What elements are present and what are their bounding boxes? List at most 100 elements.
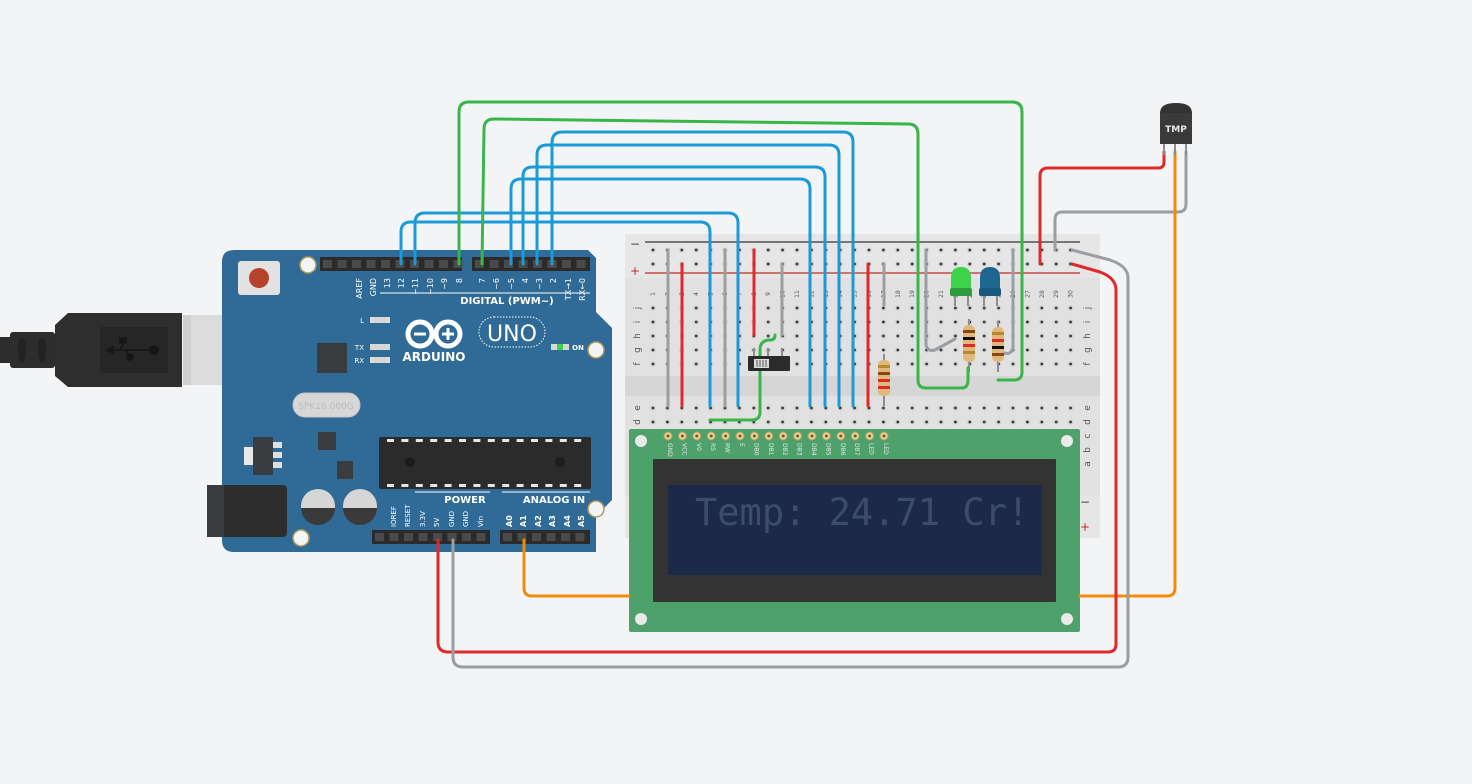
breadboard-hole[interactable] bbox=[909, 261, 915, 267]
breadboard-hole[interactable] bbox=[664, 419, 671, 425]
breadboard-hole[interactable] bbox=[765, 319, 771, 325]
breadboard-hole[interactable] bbox=[1024, 333, 1031, 339]
breadboard-hole[interactable] bbox=[808, 419, 815, 425]
slide-switch[interactable] bbox=[748, 348, 790, 371]
resistor[interactable] bbox=[878, 354, 890, 406]
breadboard-hole[interactable] bbox=[880, 347, 887, 353]
breadboard-hole[interactable] bbox=[895, 419, 901, 425]
resistor[interactable] bbox=[992, 321, 1004, 372]
breadboard-hole[interactable] bbox=[693, 319, 699, 325]
breadboard-hole[interactable] bbox=[1024, 261, 1031, 267]
breadboard-hole[interactable] bbox=[909, 333, 915, 339]
header-socket[interactable] bbox=[447, 533, 457, 541]
breadboard-hole[interactable] bbox=[909, 347, 915, 353]
breadboard-hole[interactable] bbox=[995, 261, 1002, 267]
breadboard-hole[interactable] bbox=[938, 405, 944, 411]
breadboard-hole[interactable] bbox=[1024, 319, 1031, 325]
breadboard-hole[interactable] bbox=[794, 347, 800, 353]
breadboard-hole[interactable] bbox=[981, 361, 987, 367]
breadboard-hole[interactable] bbox=[650, 333, 656, 339]
breadboard-hole[interactable] bbox=[1053, 305, 1059, 311]
header-socket[interactable] bbox=[375, 533, 384, 541]
breadboard-hole[interactable] bbox=[1067, 361, 1074, 367]
header-socket[interactable] bbox=[532, 533, 541, 541]
breadboard-hole[interactable] bbox=[967, 247, 973, 253]
breadboard-hole[interactable] bbox=[967, 261, 973, 267]
breadboard-hole[interactable] bbox=[938, 261, 944, 267]
breadboard-hole[interactable] bbox=[1024, 247, 1031, 253]
tmp36-sensor[interactable]: TMP bbox=[1160, 103, 1192, 155]
breadboard-hole[interactable] bbox=[1039, 333, 1045, 339]
reset-button[interactable] bbox=[238, 261, 280, 295]
breadboard-hole[interactable] bbox=[981, 247, 987, 253]
header-socket[interactable] bbox=[546, 533, 556, 541]
breadboard-hole[interactable] bbox=[938, 419, 944, 425]
breadboard-hole[interactable] bbox=[952, 319, 959, 325]
breadboard-hole[interactable] bbox=[1053, 261, 1059, 267]
header-socket[interactable] bbox=[366, 260, 376, 268]
breadboard-hole[interactable] bbox=[693, 305, 699, 311]
breadboard-hole[interactable] bbox=[967, 305, 973, 311]
breadboard-hole[interactable] bbox=[909, 305, 915, 311]
breadboard-hole[interactable] bbox=[1039, 305, 1045, 311]
breadboard-hole[interactable] bbox=[693, 261, 699, 267]
breadboard-hole[interactable] bbox=[650, 347, 656, 353]
breadboard-hole[interactable] bbox=[679, 247, 685, 253]
breadboard-hole[interactable] bbox=[1067, 305, 1074, 311]
breadboard-hole[interactable] bbox=[981, 419, 987, 425]
header-socket[interactable] bbox=[439, 260, 448, 268]
breadboard-hole[interactable] bbox=[952, 305, 959, 311]
blue-led[interactable] bbox=[979, 267, 1001, 306]
breadboard-hole[interactable] bbox=[650, 261, 656, 267]
breadboard-hole[interactable] bbox=[967, 405, 973, 411]
breadboard-hole[interactable] bbox=[866, 247, 872, 253]
breadboard-hole[interactable] bbox=[923, 419, 930, 425]
breadboard-hole[interactable] bbox=[1053, 361, 1059, 367]
breadboard-hole[interactable] bbox=[693, 347, 699, 353]
breadboard-hole[interactable] bbox=[693, 247, 699, 253]
breadboard-hole[interactable] bbox=[1067, 319, 1074, 325]
breadboard-hole[interactable] bbox=[909, 319, 915, 325]
breadboard-hole[interactable] bbox=[1039, 361, 1045, 367]
breadboard-hole[interactable] bbox=[895, 305, 901, 311]
breadboard-hole[interactable] bbox=[650, 319, 656, 325]
breadboard-hole[interactable] bbox=[995, 419, 1002, 425]
breadboard-hole[interactable] bbox=[679, 419, 685, 425]
breadboard-hole[interactable] bbox=[794, 361, 800, 367]
breadboard-hole[interactable] bbox=[765, 305, 771, 311]
breadboard-hole[interactable] bbox=[895, 361, 901, 367]
breadboard-hole[interactable] bbox=[1024, 305, 1031, 311]
breadboard-hole[interactable] bbox=[794, 319, 800, 325]
breadboard-hole[interactable] bbox=[938, 247, 944, 253]
breadboard-hole[interactable] bbox=[779, 419, 786, 425]
header-socket[interactable] bbox=[389, 533, 399, 541]
breadboard-hole[interactable] bbox=[952, 419, 959, 425]
breadboard-hole[interactable] bbox=[693, 333, 699, 339]
breadboard-hole[interactable] bbox=[938, 361, 944, 367]
breadboard-hole[interactable] bbox=[952, 347, 959, 353]
breadboard-hole[interactable] bbox=[823, 419, 829, 425]
breadboard-hole[interactable] bbox=[794, 247, 800, 253]
breadboard-hole[interactable] bbox=[995, 305, 1002, 311]
header-socket[interactable] bbox=[424, 260, 434, 268]
breadboard-hole[interactable] bbox=[794, 305, 800, 311]
header-socket[interactable] bbox=[504, 260, 513, 268]
breadboard-hole[interactable] bbox=[1010, 405, 1016, 411]
breadboard-hole[interactable] bbox=[1053, 419, 1059, 425]
breadboard-hole[interactable] bbox=[765, 333, 771, 339]
breadboard-hole[interactable] bbox=[650, 419, 656, 425]
breadboard-hole[interactable] bbox=[650, 305, 656, 311]
breadboard-hole[interactable] bbox=[650, 247, 656, 253]
green-led[interactable] bbox=[950, 267, 972, 306]
breadboard-hole[interactable] bbox=[751, 405, 757, 411]
breadboard-hole[interactable] bbox=[794, 333, 800, 339]
header-socket[interactable] bbox=[476, 533, 486, 541]
breadboard-hole[interactable] bbox=[952, 247, 959, 253]
breadboard-hole[interactable] bbox=[1067, 333, 1074, 339]
breadboard-hole[interactable] bbox=[967, 419, 973, 425]
breadboard-hole[interactable] bbox=[650, 405, 656, 411]
header-socket[interactable] bbox=[323, 260, 332, 268]
breadboard-hole[interactable] bbox=[779, 247, 786, 253]
breadboard-hole[interactable] bbox=[880, 333, 887, 339]
